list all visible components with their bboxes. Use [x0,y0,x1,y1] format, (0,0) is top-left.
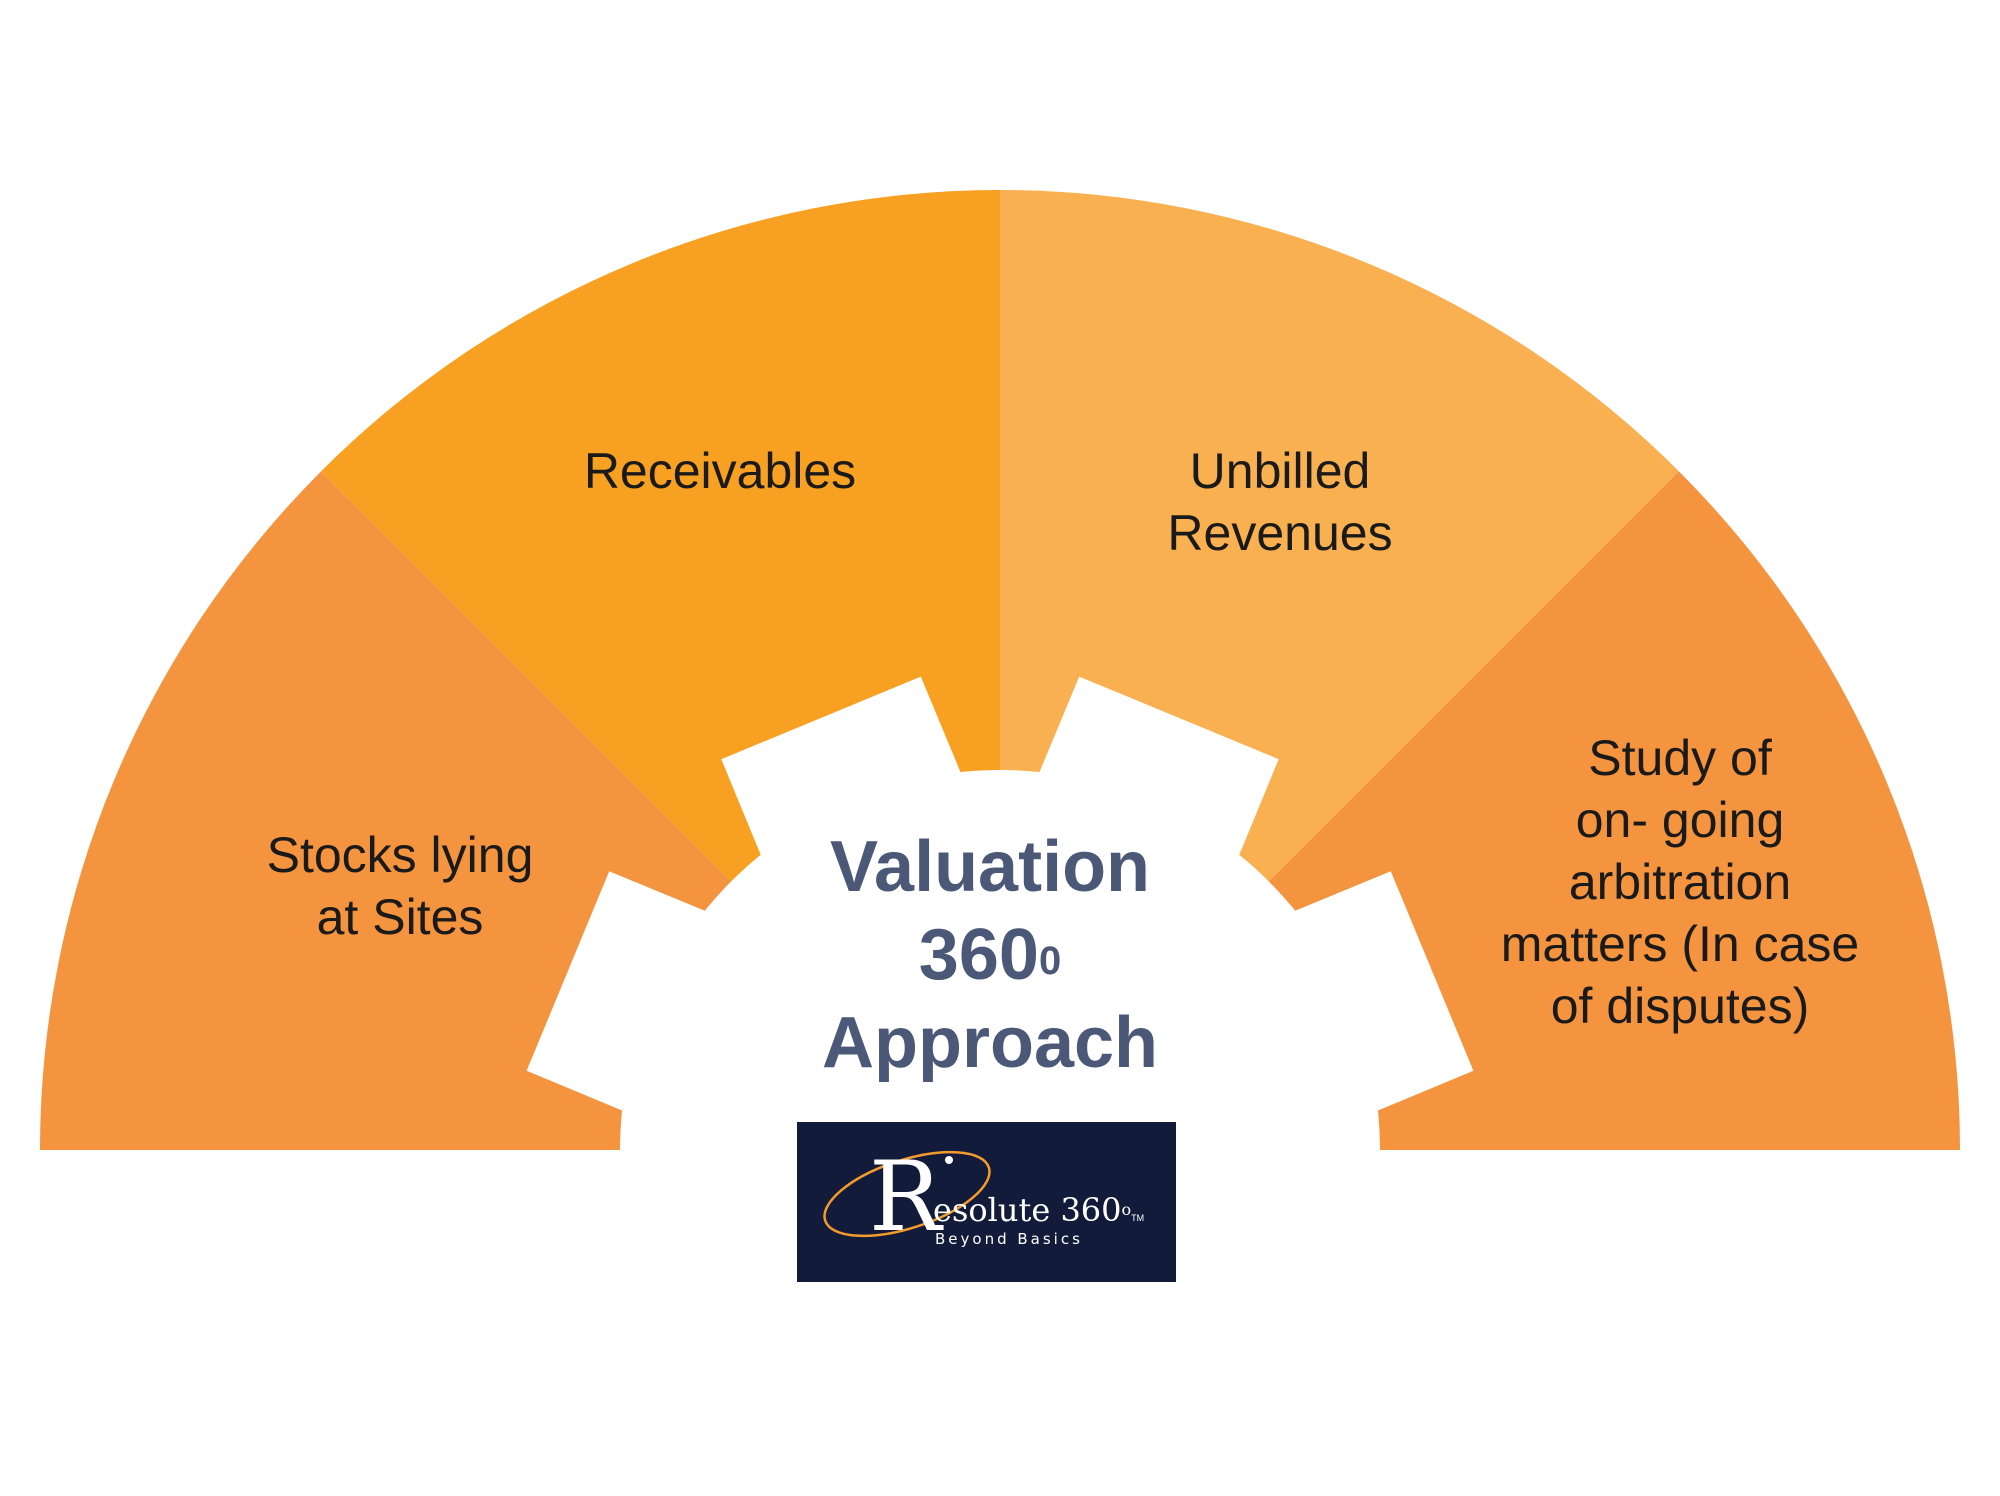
trademark-mark: TM [1131,1213,1145,1223]
logo-brand-text: esolute 360 [933,1191,1122,1229]
segment-label-arbitration: Study of on- going arbitration matters (… [1430,727,1930,1037]
center-title-number: 360 [918,915,1039,995]
segment-label-stocks: Stocks lying at Sites [190,824,610,948]
segment-unbilled-revenues [1000,190,1679,1150]
segment-label-line: Receivables [583,443,857,499]
center-title-line-3: Approach [821,1003,1159,1083]
segment-label-line: of disputes) [1550,978,1810,1034]
logo-brand-name: esolute 360oTM [933,1192,1144,1236]
segment-label-line: Study of [1588,730,1772,786]
segment-label-line: Stocks lying [266,827,534,883]
orbit-ring-icon [823,1150,991,1238]
segment-label-line: at Sites [316,889,484,945]
degree-mark: 0 [1038,939,1062,983]
segment-stocks-lying-at-sites [40,471,1000,1150]
segment-label-line: Revenues [1167,505,1393,561]
center-title-line-1: Valuation [829,827,1151,907]
resolute-360-logo: R esolute 360oTM Beyond Basics [797,1122,1176,1282]
segment-label-line: Unbilled [1189,443,1371,499]
logo-mark: R [823,1141,991,1253]
segment-label-line: matters (In case [1500,916,1860,972]
segment-arbitration-matters [1000,471,1960,1150]
segment-receivables [321,190,1000,1150]
segment-label-unbilled: Unbilled Revenues [1080,440,1480,564]
logo-dot-icon [945,1156,953,1164]
logo-degree-mark: o [1121,1200,1132,1219]
logo-tagline: Beyond Basics [935,1230,1083,1248]
center-title-line-2: 3600 [740,911,1240,999]
segment-label-receivables: Receivables [520,440,920,502]
segment-label-line: arbitration [1568,854,1792,910]
center-title: Valuation 3600 Approach [740,823,1240,1087]
logo-initial-r: R [869,1141,944,1253]
segment-label-line: on- going [1575,792,1785,848]
